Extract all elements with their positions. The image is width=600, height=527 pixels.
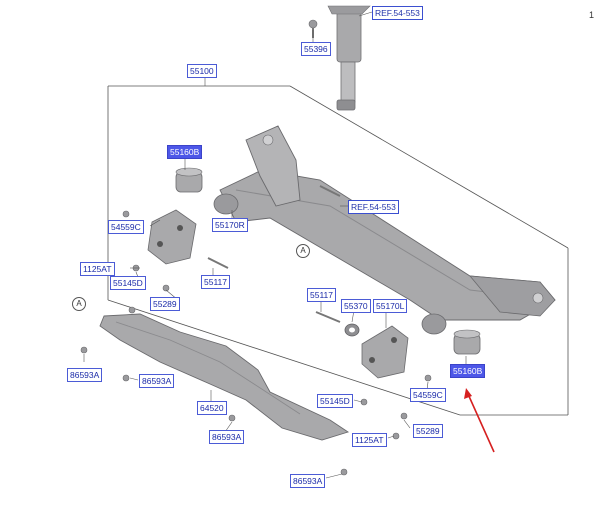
label-1125at-right[interactable]: 1125AT [352, 433, 387, 447]
label-55117-left[interactable]: 55117 [201, 275, 231, 289]
shield-64520 [99, 313, 350, 441]
view-marker-a-left: A [72, 297, 86, 311]
label-55100[interactable]: 55100 [187, 64, 217, 78]
bolt-55117-right [315, 311, 341, 323]
label-54559c-right[interactable]: 54559C [410, 388, 446, 402]
label-55160b-right[interactable]: 55160B [450, 364, 486, 378]
label-86593a-1[interactable]: 86593A [67, 368, 103, 382]
bushing-left [175, 167, 203, 193]
bracket-right [361, 325, 409, 379]
label-54559c-left[interactable]: 54559C [108, 220, 144, 234]
label-55289-left[interactable]: 55289 [150, 297, 180, 311]
assembly-outline [107, 85, 569, 416]
bolt-55117-left [207, 257, 229, 269]
label-64520[interactable]: 64520 [197, 401, 227, 415]
label-55170l[interactable]: 55170L [373, 299, 408, 313]
torsion-beam [213, 125, 556, 335]
label-55160b-left[interactable]: 55160B [167, 145, 203, 159]
label-55289-right[interactable]: 55289 [413, 424, 443, 438]
bolt-ref-mid [319, 185, 341, 197]
label-55145d-left[interactable]: 55145D [110, 276, 146, 290]
label-1125at-left[interactable]: 1125AT [80, 262, 115, 276]
label-86593a-3[interactable]: 86593A [209, 430, 245, 444]
label-86593a-4[interactable]: 86593A [290, 474, 326, 488]
label-55170r[interactable]: 55170R [212, 218, 248, 232]
washer-55370 [344, 323, 360, 337]
screws [80, 210, 432, 476]
label-55117-right[interactable]: 55117 [307, 288, 337, 302]
label-ref-mid[interactable]: REF.54-553 [348, 200, 399, 214]
red-arrow [464, 388, 495, 453]
shock-absorber [327, 5, 371, 111]
label-55396[interactable]: 55396 [301, 42, 331, 56]
label-86593a-2[interactable]: 86593A [139, 374, 175, 388]
label-55370[interactable]: 55370 [341, 299, 371, 313]
label-ref-top[interactable]: REF.54-553 [372, 6, 423, 20]
view-marker-a-top: A [296, 244, 310, 258]
page-number: 1 [589, 10, 595, 20]
bracket-left [147, 209, 197, 265]
label-55145d-right[interactable]: 55145D [317, 394, 353, 408]
bushing-right [453, 329, 481, 355]
